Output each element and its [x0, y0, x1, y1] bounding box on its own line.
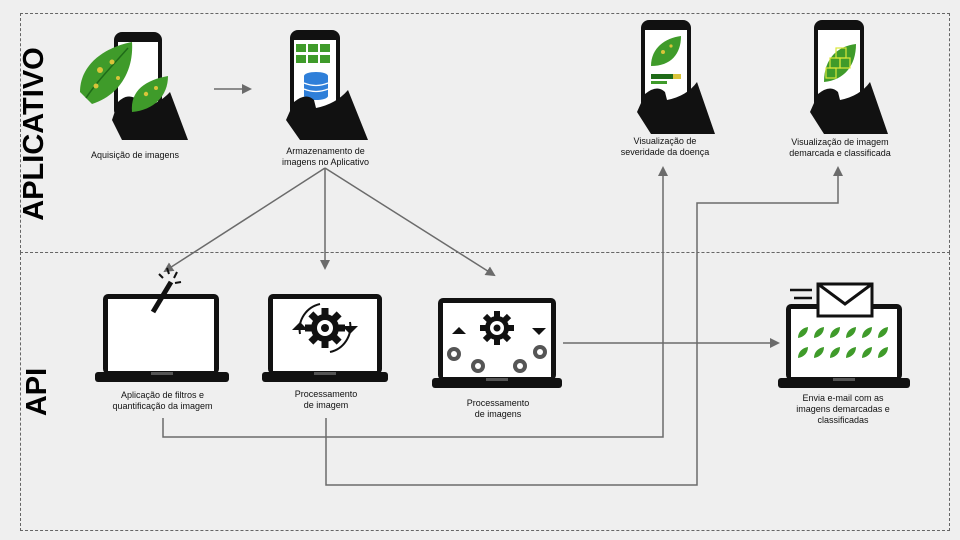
laptop-wand-icon [95, 267, 229, 382]
phone-database-icon [286, 30, 368, 140]
laptop-gear-icon [262, 294, 388, 382]
demarcated-label: Visualização de imagem demarcada e class… [789, 137, 891, 158]
laptop-email-icon [778, 282, 910, 388]
phone-severity-icon [637, 20, 715, 134]
arrow-filters-to-severity [162, 166, 668, 438]
processing-multi-label: Processamento de imagens [466, 398, 530, 419]
severity-label: Visualização de severidade da doença [620, 136, 710, 157]
arrow-processing-to-demarcated [325, 166, 843, 486]
phone-demarcated-icon [810, 20, 888, 134]
acquisition-label: Aquisição de imagens [90, 150, 180, 160]
arrow-storage-to-filters [163, 167, 326, 273]
email-label: Envia e-mail com as imagens demarcadas e… [796, 393, 890, 425]
processing-single-label: Processamento de imagem [294, 389, 358, 410]
filters-label: Aplicação de filtros e quantificação da … [112, 390, 213, 411]
api-section [20, 252, 950, 531]
arrow-storage-to-multi [324, 167, 496, 277]
phone-leaf-icon [80, 32, 188, 140]
storage-label: Armazenamento de imagens no Aplicativo [281, 146, 370, 167]
laptop-multi-gear-icon [432, 298, 562, 388]
